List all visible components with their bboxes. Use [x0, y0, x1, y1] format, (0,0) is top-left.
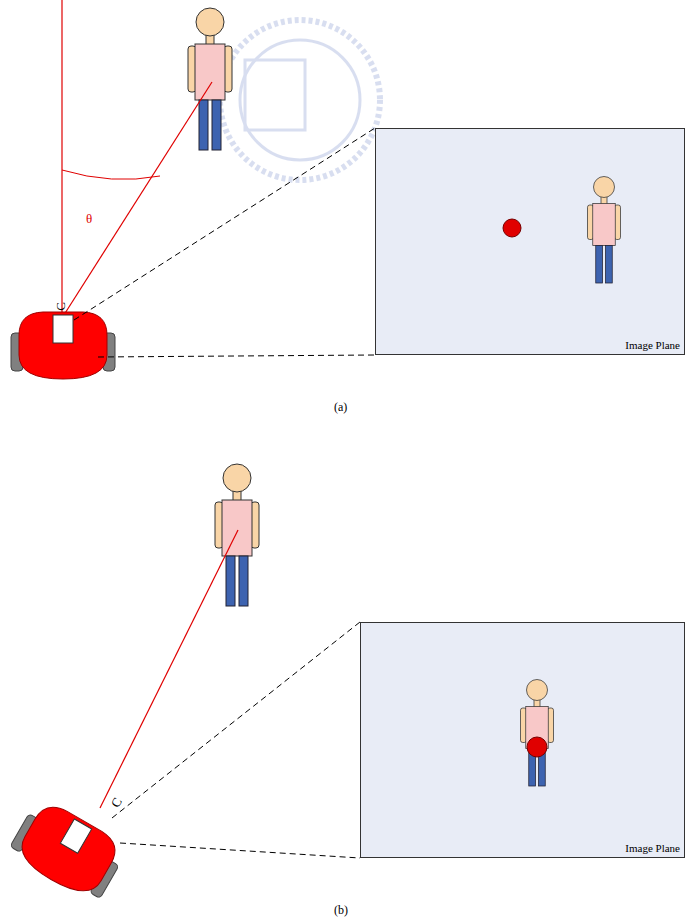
panel-label: (b) [334, 904, 348, 916]
panel-label: (a) [334, 401, 347, 413]
image-plane: Image Plane [375, 128, 685, 355]
plane-caption: Image Plane [625, 842, 680, 854]
angle-symbol: θ [86, 212, 92, 225]
camera-label: C [54, 302, 67, 311]
image-plane: Image Plane [360, 622, 685, 858]
plane-caption: Image Plane [625, 339, 680, 351]
camera-label: C [109, 795, 125, 809]
